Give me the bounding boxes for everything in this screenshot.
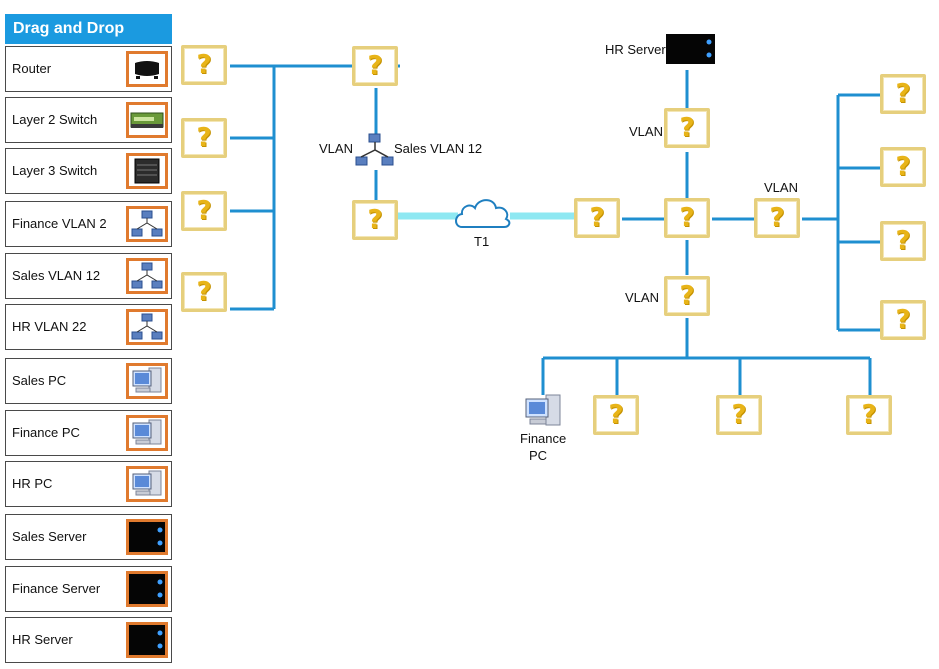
panel-title: Drag and Drop: [5, 14, 172, 44]
drag-item-label: Layer 2 Switch: [12, 112, 98, 127]
drag-item-hr-server[interactable]: HR Server: [5, 617, 172, 663]
drop-target[interactable]: ?: [880, 300, 926, 340]
drag-item-label: Sales VLAN 12: [12, 268, 101, 283]
vlan-label: VLAN: [764, 180, 798, 195]
drop-target[interactable]: ?: [880, 147, 926, 187]
drop-target[interactable]: ?: [352, 46, 398, 86]
layer2-switch-icon: [126, 102, 168, 138]
drag-item-sales-vlan-12[interactable]: Sales VLAN 12: [5, 253, 172, 299]
vlan-network-icon: [355, 133, 394, 166]
drop-target[interactable]: ?: [593, 395, 639, 435]
drag-item-label: Finance Server: [12, 581, 101, 596]
drag-item-hr-vlan-22[interactable]: HR VLAN 22: [5, 304, 172, 350]
question-mark: ?: [679, 203, 695, 233]
hr-server-label: HR Server: [605, 42, 666, 57]
question-mark: ?: [731, 400, 747, 430]
drag-item-label: Router: [12, 61, 52, 76]
drag-item-label: HR PC: [12, 476, 53, 491]
pc-icon: [126, 363, 168, 399]
vlan-label: VLAN: [319, 141, 353, 156]
drop-target[interactable]: ?: [181, 45, 227, 85]
pc-icon: [525, 394, 561, 426]
finance-pc-label: Finance: [520, 431, 567, 446]
question-mark: ?: [895, 305, 911, 335]
drag-item-label: HR Server: [12, 632, 73, 647]
question-mark: ?: [895, 79, 911, 109]
vlan-label: VLAN: [629, 124, 663, 139]
server-icon: [126, 622, 168, 658]
cloud-icon: [455, 199, 511, 228]
server-icon: [126, 571, 168, 607]
drag-item-label: Finance VLAN 2: [12, 216, 107, 231]
drag-item-sales-server[interactable]: Sales Server: [5, 514, 172, 560]
question-mark: ?: [769, 203, 785, 233]
question-mark: ?: [196, 123, 212, 153]
question-mark: ?: [608, 400, 624, 430]
drag-item-layer2-switch[interactable]: Layer 2 Switch: [5, 97, 172, 143]
drop-target[interactable]: ?: [754, 198, 800, 238]
server-icon: [126, 519, 168, 555]
question-mark: ?: [367, 205, 383, 235]
question-mark: ?: [679, 113, 695, 143]
finance-pc-label: PC: [529, 448, 548, 463]
drop-target[interactable]: ?: [664, 198, 710, 238]
question-mark: ?: [861, 400, 877, 430]
drag-item-finance-vlan-2[interactable]: Finance VLAN 2: [5, 201, 172, 247]
drop-target[interactable]: ?: [181, 191, 227, 231]
vlan-network-icon: [126, 206, 168, 242]
drag-item-label: Sales PC: [12, 373, 67, 388]
drag-item-finance-server[interactable]: Finance Server: [5, 566, 172, 612]
drag-item-sales-pc[interactable]: Sales PC: [5, 358, 172, 404]
drag-item-label: HR VLAN 22: [12, 319, 87, 334]
drag-item-label: Finance PC: [12, 425, 80, 440]
drop-target[interactable]: ?: [880, 74, 926, 114]
vlan-network-icon: [126, 309, 168, 345]
vlan-label: VLAN: [625, 290, 659, 305]
drag-item-router[interactable]: Router: [5, 46, 172, 92]
drop-target[interactable]: ?: [574, 198, 620, 238]
drag-item-label: Sales Server: [12, 529, 87, 544]
server-icon: [666, 34, 715, 64]
drop-target[interactable]: ?: [716, 395, 762, 435]
drop-target[interactable]: ?: [880, 221, 926, 261]
drag-item-layer3-switch[interactable]: Layer 3 Switch: [5, 148, 172, 194]
question-mark: ?: [679, 281, 695, 311]
drop-target[interactable]: ?: [664, 276, 710, 316]
pc-icon: [126, 415, 168, 451]
drop-target[interactable]: ?: [181, 272, 227, 312]
drop-target[interactable]: ?: [664, 108, 710, 148]
drop-target[interactable]: ?: [181, 118, 227, 158]
question-mark: ?: [367, 51, 383, 81]
t1-label: T1: [474, 234, 490, 249]
question-mark: ?: [196, 196, 212, 226]
router-icon: [126, 51, 168, 87]
sales-vlan-label: Sales VLAN 12: [394, 141, 483, 156]
drag-item-finance-pc[interactable]: Finance PC: [5, 410, 172, 456]
question-mark: ?: [196, 50, 212, 80]
question-mark: ?: [895, 152, 911, 182]
drop-target[interactable]: ?: [352, 200, 398, 240]
question-mark: ?: [895, 226, 911, 256]
drop-target[interactable]: ?: [846, 395, 892, 435]
question-mark: ?: [589, 203, 605, 233]
vlan-network-icon: [126, 258, 168, 294]
layer3-switch-icon: [126, 153, 168, 189]
pc-icon: [126, 466, 168, 502]
drag-item-label: Layer 3 Switch: [12, 163, 98, 178]
question-mark: ?: [196, 277, 212, 307]
drag-item-hr-pc[interactable]: HR PC: [5, 461, 172, 507]
